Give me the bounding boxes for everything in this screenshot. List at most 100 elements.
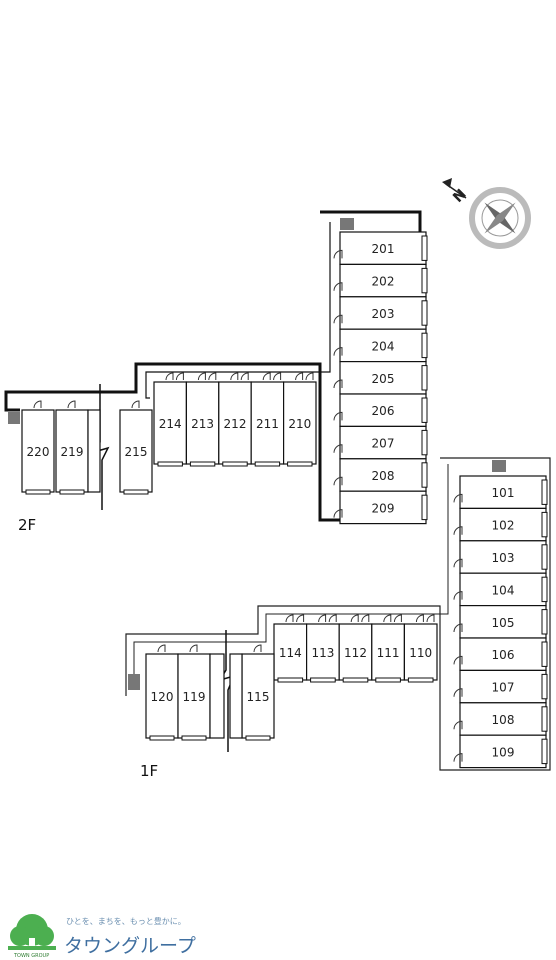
door-icon [305, 372, 314, 381]
stairs-icon [8, 412, 20, 424]
balcony [541, 544, 548, 570]
door-icon [333, 509, 343, 518]
unit-label: 208 [372, 469, 395, 483]
unit-label: 211 [256, 417, 279, 431]
corridor-outline-1f [125, 457, 551, 771]
unit-partial [87, 409, 101, 493]
balcony [181, 735, 207, 741]
door-icon [175, 372, 184, 381]
door-icon [295, 372, 304, 381]
unit-label: 212 [224, 417, 247, 431]
door-icon [165, 372, 174, 381]
unit-label: 113 [311, 646, 334, 660]
unit-label: 110 [409, 646, 432, 660]
door-icon [328, 614, 337, 623]
unit-211 [250, 381, 285, 465]
balcony [541, 673, 548, 700]
corridor-inner-1f [133, 464, 449, 690]
unit-label: 201 [372, 242, 395, 256]
door-icon [333, 282, 343, 291]
balcony [421, 494, 428, 521]
unit-label: 214 [159, 417, 182, 431]
unit-label: 104 [492, 583, 515, 597]
unit-104 [459, 572, 547, 607]
compass-icon: N [442, 178, 531, 249]
door-icon [296, 614, 305, 623]
door-icon [333, 379, 343, 389]
unit-label: 205 [372, 372, 395, 386]
unit-105 [459, 604, 547, 639]
stairs-icon [128, 674, 140, 690]
unit-220 [21, 409, 55, 493]
door-icon [333, 249, 343, 259]
unit-label: 207 [372, 437, 395, 451]
unit-label: 114 [279, 646, 302, 660]
door-icon [453, 688, 463, 697]
unit-label: 109 [492, 745, 515, 759]
floor-label-2f: 2F [18, 516, 36, 534]
door-icon [273, 372, 282, 381]
unit-206 [339, 393, 427, 428]
unit-110 [403, 623, 438, 681]
tree-icon [8, 914, 56, 950]
logo-tagline: ひとを、まちを、もっと豊かに。 [66, 916, 186, 926]
balcony [342, 677, 369, 683]
unit-label: 220 [27, 445, 50, 459]
balcony [407, 677, 434, 683]
unit-label: 203 [372, 307, 395, 321]
balcony [421, 365, 428, 391]
balcony [222, 461, 248, 467]
unit-212 [218, 381, 252, 465]
door-icon [393, 614, 402, 623]
unit-label: 115 [247, 690, 270, 704]
unit-205 [339, 361, 427, 395]
unit-114 [273, 623, 308, 681]
unit-label: 119 [183, 690, 206, 704]
unit-label: 210 [288, 417, 311, 431]
corridor-inner-2f [145, 222, 331, 399]
door-icon [333, 411, 343, 421]
door-icon [453, 623, 463, 633]
balcony [421, 267, 428, 294]
balcony [421, 462, 428, 488]
balcony [421, 235, 428, 261]
unit-label: 101 [492, 486, 515, 500]
balcony [123, 489, 149, 495]
unit-103 [459, 540, 547, 574]
balcony [157, 461, 183, 467]
balcony [541, 576, 548, 603]
door-icon [453, 591, 463, 600]
door-icon [453, 655, 463, 665]
unit-label: 105 [492, 616, 515, 630]
balcony [541, 479, 548, 505]
door-icon [197, 372, 206, 381]
balcony [245, 735, 271, 741]
door-icon [262, 372, 271, 381]
balcony [149, 735, 175, 741]
balcony [541, 641, 548, 667]
balcony [25, 489, 51, 495]
door-icon [318, 614, 327, 623]
door-icon [453, 558, 463, 568]
unit-label: 215 [125, 445, 148, 459]
break-mark-icon [218, 630, 236, 752]
door-icon [453, 493, 463, 503]
balcony [277, 677, 304, 683]
door-icon [333, 476, 343, 486]
logo-sub: TOWN GROUP [13, 953, 49, 959]
door-icon [230, 372, 239, 381]
balcony [541, 511, 548, 538]
door-icon [383, 614, 392, 623]
door-icon [285, 614, 294, 623]
unit-label: 102 [492, 519, 515, 533]
unit-label: 209 [372, 501, 395, 515]
unit-label: 206 [372, 404, 395, 418]
balcony [59, 489, 85, 495]
balcony [541, 738, 548, 765]
unit-label: 108 [492, 713, 515, 727]
unit-partial [209, 653, 225, 739]
door-icon [208, 372, 217, 381]
stairs-icon [492, 460, 506, 472]
door-icon [453, 526, 463, 535]
